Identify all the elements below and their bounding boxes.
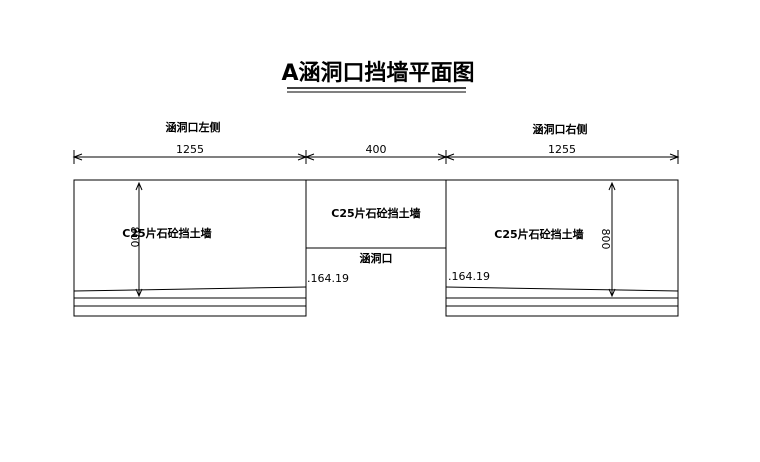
right-width-dimension: 1255 bbox=[548, 143, 576, 156]
left-width-dimension: 1255 bbox=[176, 143, 204, 156]
middle-width-dimension: 400 bbox=[366, 143, 387, 156]
culvert-label: 涵洞口 bbox=[360, 251, 393, 265]
right-side-label: 涵洞口右侧 bbox=[533, 122, 588, 136]
left-height-dimension: 800 bbox=[128, 227, 141, 248]
drawing-title: A涵洞口挡墙平面图 bbox=[281, 61, 474, 86]
right-height-dimension: 800 bbox=[599, 229, 612, 250]
culvert-section bbox=[306, 179, 446, 249]
top-dimension-line bbox=[72, 150, 680, 164]
left-side-label: 涵洞口左侧 bbox=[166, 120, 221, 134]
left-wall-label: C25片石砼挡土墙 bbox=[122, 226, 211, 240]
right-wall-label: C25片石砼挡土墙 bbox=[494, 227, 583, 241]
right-elevation: .164.19 bbox=[448, 270, 490, 283]
right-retaining-wall bbox=[445, 179, 679, 317]
left-retaining-wall bbox=[73, 179, 307, 317]
left-elevation: .164.19 bbox=[307, 272, 349, 285]
middle-wall-label: C25片石砼挡土墙 bbox=[331, 206, 420, 220]
